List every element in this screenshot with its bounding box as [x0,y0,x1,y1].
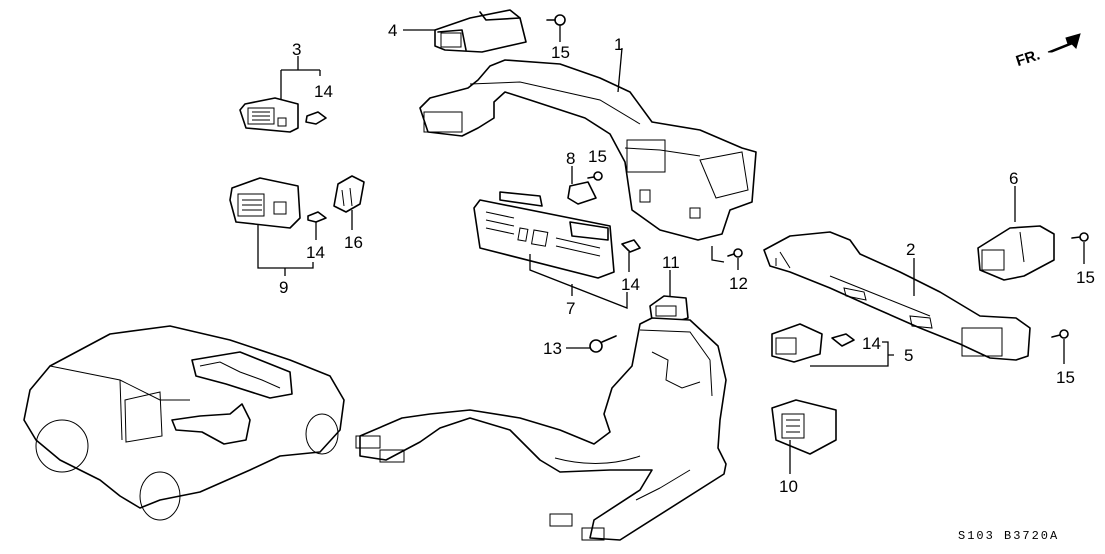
screw-shank-13 [601,335,617,343]
floor-duct-assembly [355,317,727,541]
callout-15-right-upper: 15 [1076,268,1095,287]
callout-2: 2 [906,240,915,259]
callout-15-top: 15 [551,43,570,62]
callout-14-c: 14 [621,275,640,294]
callout-3: 3 [292,40,301,59]
callout-14-b: 14 [306,243,325,262]
part-5-side-vent [771,323,823,363]
part-6-duct-joint [977,225,1055,281]
leader-1 [617,47,623,93]
callout-10: 10 [779,477,798,496]
part-2-side-duct [763,231,1031,361]
part-13-clip-screw [589,339,603,353]
screw-shank-right-upper [1071,236,1081,239]
front-direction-indicator: FR. [1014,33,1081,70]
part-15-screw-mid [593,171,603,181]
bracket-7 [529,254,628,309]
vehicle-locator-illustration [23,325,345,521]
part-12-screw [733,248,743,258]
part-9-lower-vent [229,177,301,229]
callout-1: 1 [614,35,623,54]
callout-15-mid: 15 [588,147,607,166]
screw-shank-mid [587,176,595,179]
callout-14-d: 14 [862,334,881,353]
leader-12-bracket [711,246,725,263]
callout-11: 11 [662,253,680,272]
bracket-3 [280,56,321,100]
callout-15-right-lower: 15 [1056,368,1075,387]
part-10-lower-vent [771,399,837,455]
part-1-main-duct [419,59,757,241]
part-7-center-vent [473,191,615,279]
callout-7: 7 [566,299,575,318]
part-14-clip-a [305,111,327,125]
part-11-duct-joint [649,295,689,325]
callout-14-a: 14 [314,82,333,101]
part-14-clip-b [307,211,327,223]
callout-12: 12 [729,274,748,293]
part-16-holder [333,175,365,213]
part-3-side-vent [239,97,299,133]
part-8-clip [567,181,597,205]
part-15-screw-top [546,14,566,42]
diagram-code: S103 B3720A [958,529,1059,543]
part-14-clip-d [831,333,855,347]
callout-8: 8 [566,149,575,168]
part-15-screw-right-upper [1079,232,1089,242]
bracket-9 [257,224,314,276]
screw-shank-right-lower [1051,334,1061,338]
part-15-screw-right-lower [1059,329,1069,339]
callout-13: 13 [543,339,562,358]
callout-6: 6 [1009,169,1018,188]
callout-4: 4 [388,21,397,40]
callout-9: 9 [279,278,288,297]
screw-shank-12 [727,253,735,257]
part-4-duct-joint [434,9,527,53]
callout-16: 16 [344,233,363,252]
bracket-5 [810,341,894,367]
front-arrow-icon [1047,33,1081,53]
part-14-clip-c [621,239,641,253]
front-label: FR. [1014,46,1042,70]
callout-5: 5 [904,346,913,365]
